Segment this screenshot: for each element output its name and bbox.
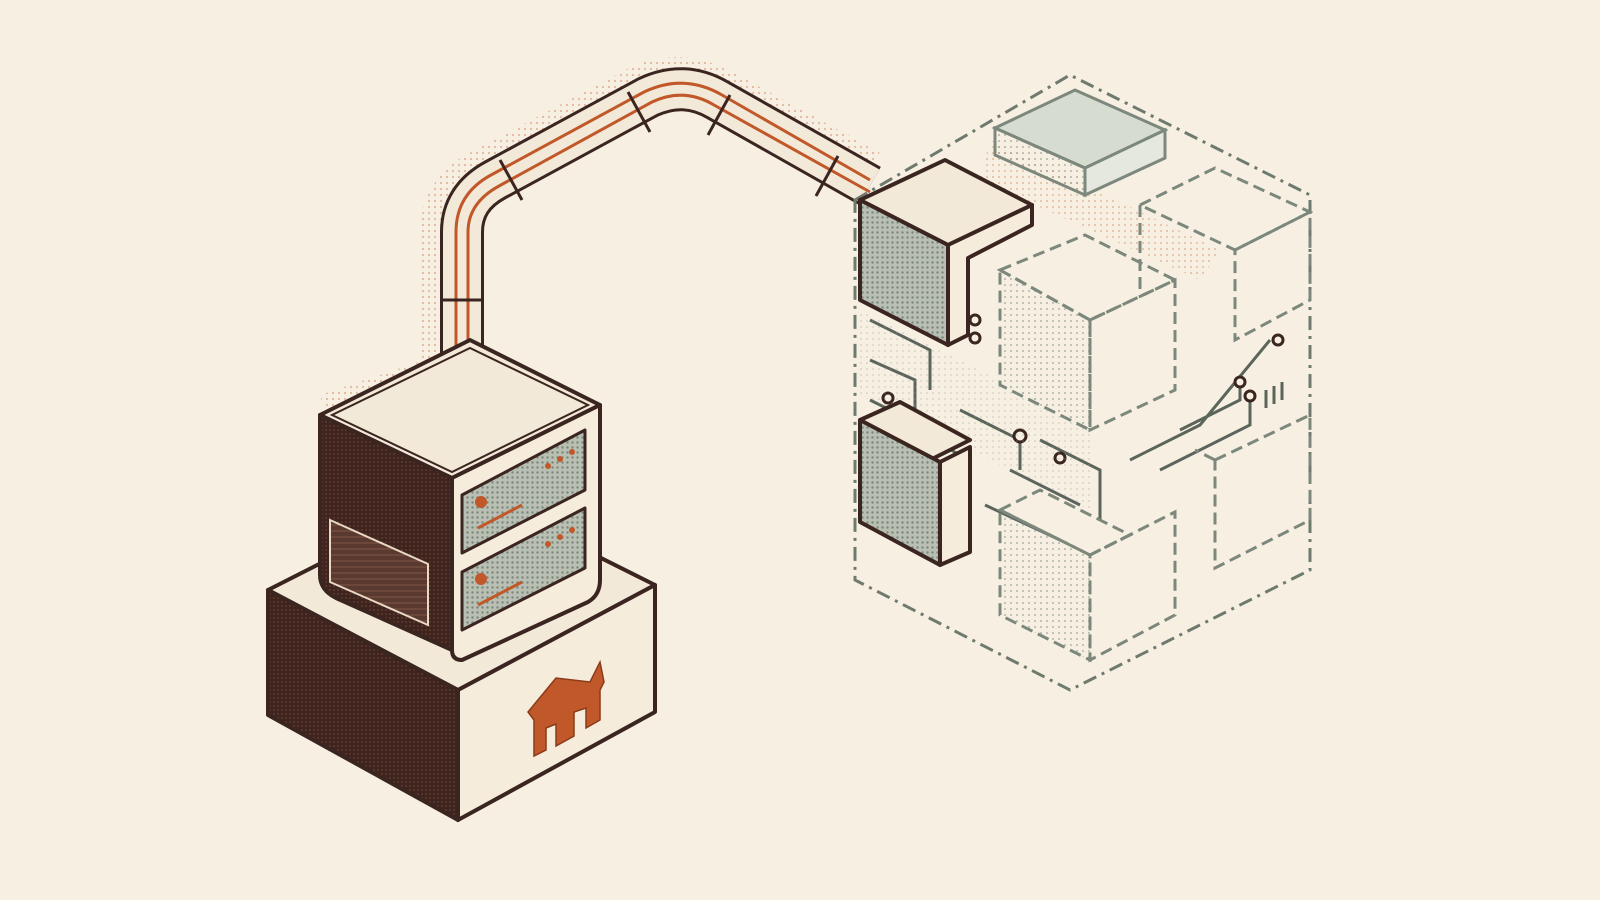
top-block (991, 88, 1169, 198)
circuit-board-panel (860, 310, 1090, 510)
bottom-right-block (1194, 412, 1312, 571)
vent-panel (329, 518, 429, 627)
bottom-center-block (996, 488, 1177, 663)
house-icon (527, 659, 605, 758)
drive-bay-1 (460, 428, 587, 555)
center-cube (996, 233, 1179, 433)
right-cube (1136, 166, 1314, 343)
drive-bay-2 (460, 506, 587, 632)
circuit-cluster (853, 73, 1314, 692)
front-top-block (858, 158, 1034, 347)
home-server (318, 338, 602, 662)
bottom-left-block (858, 400, 972, 567)
resistor-marks (1264, 382, 1284, 408)
